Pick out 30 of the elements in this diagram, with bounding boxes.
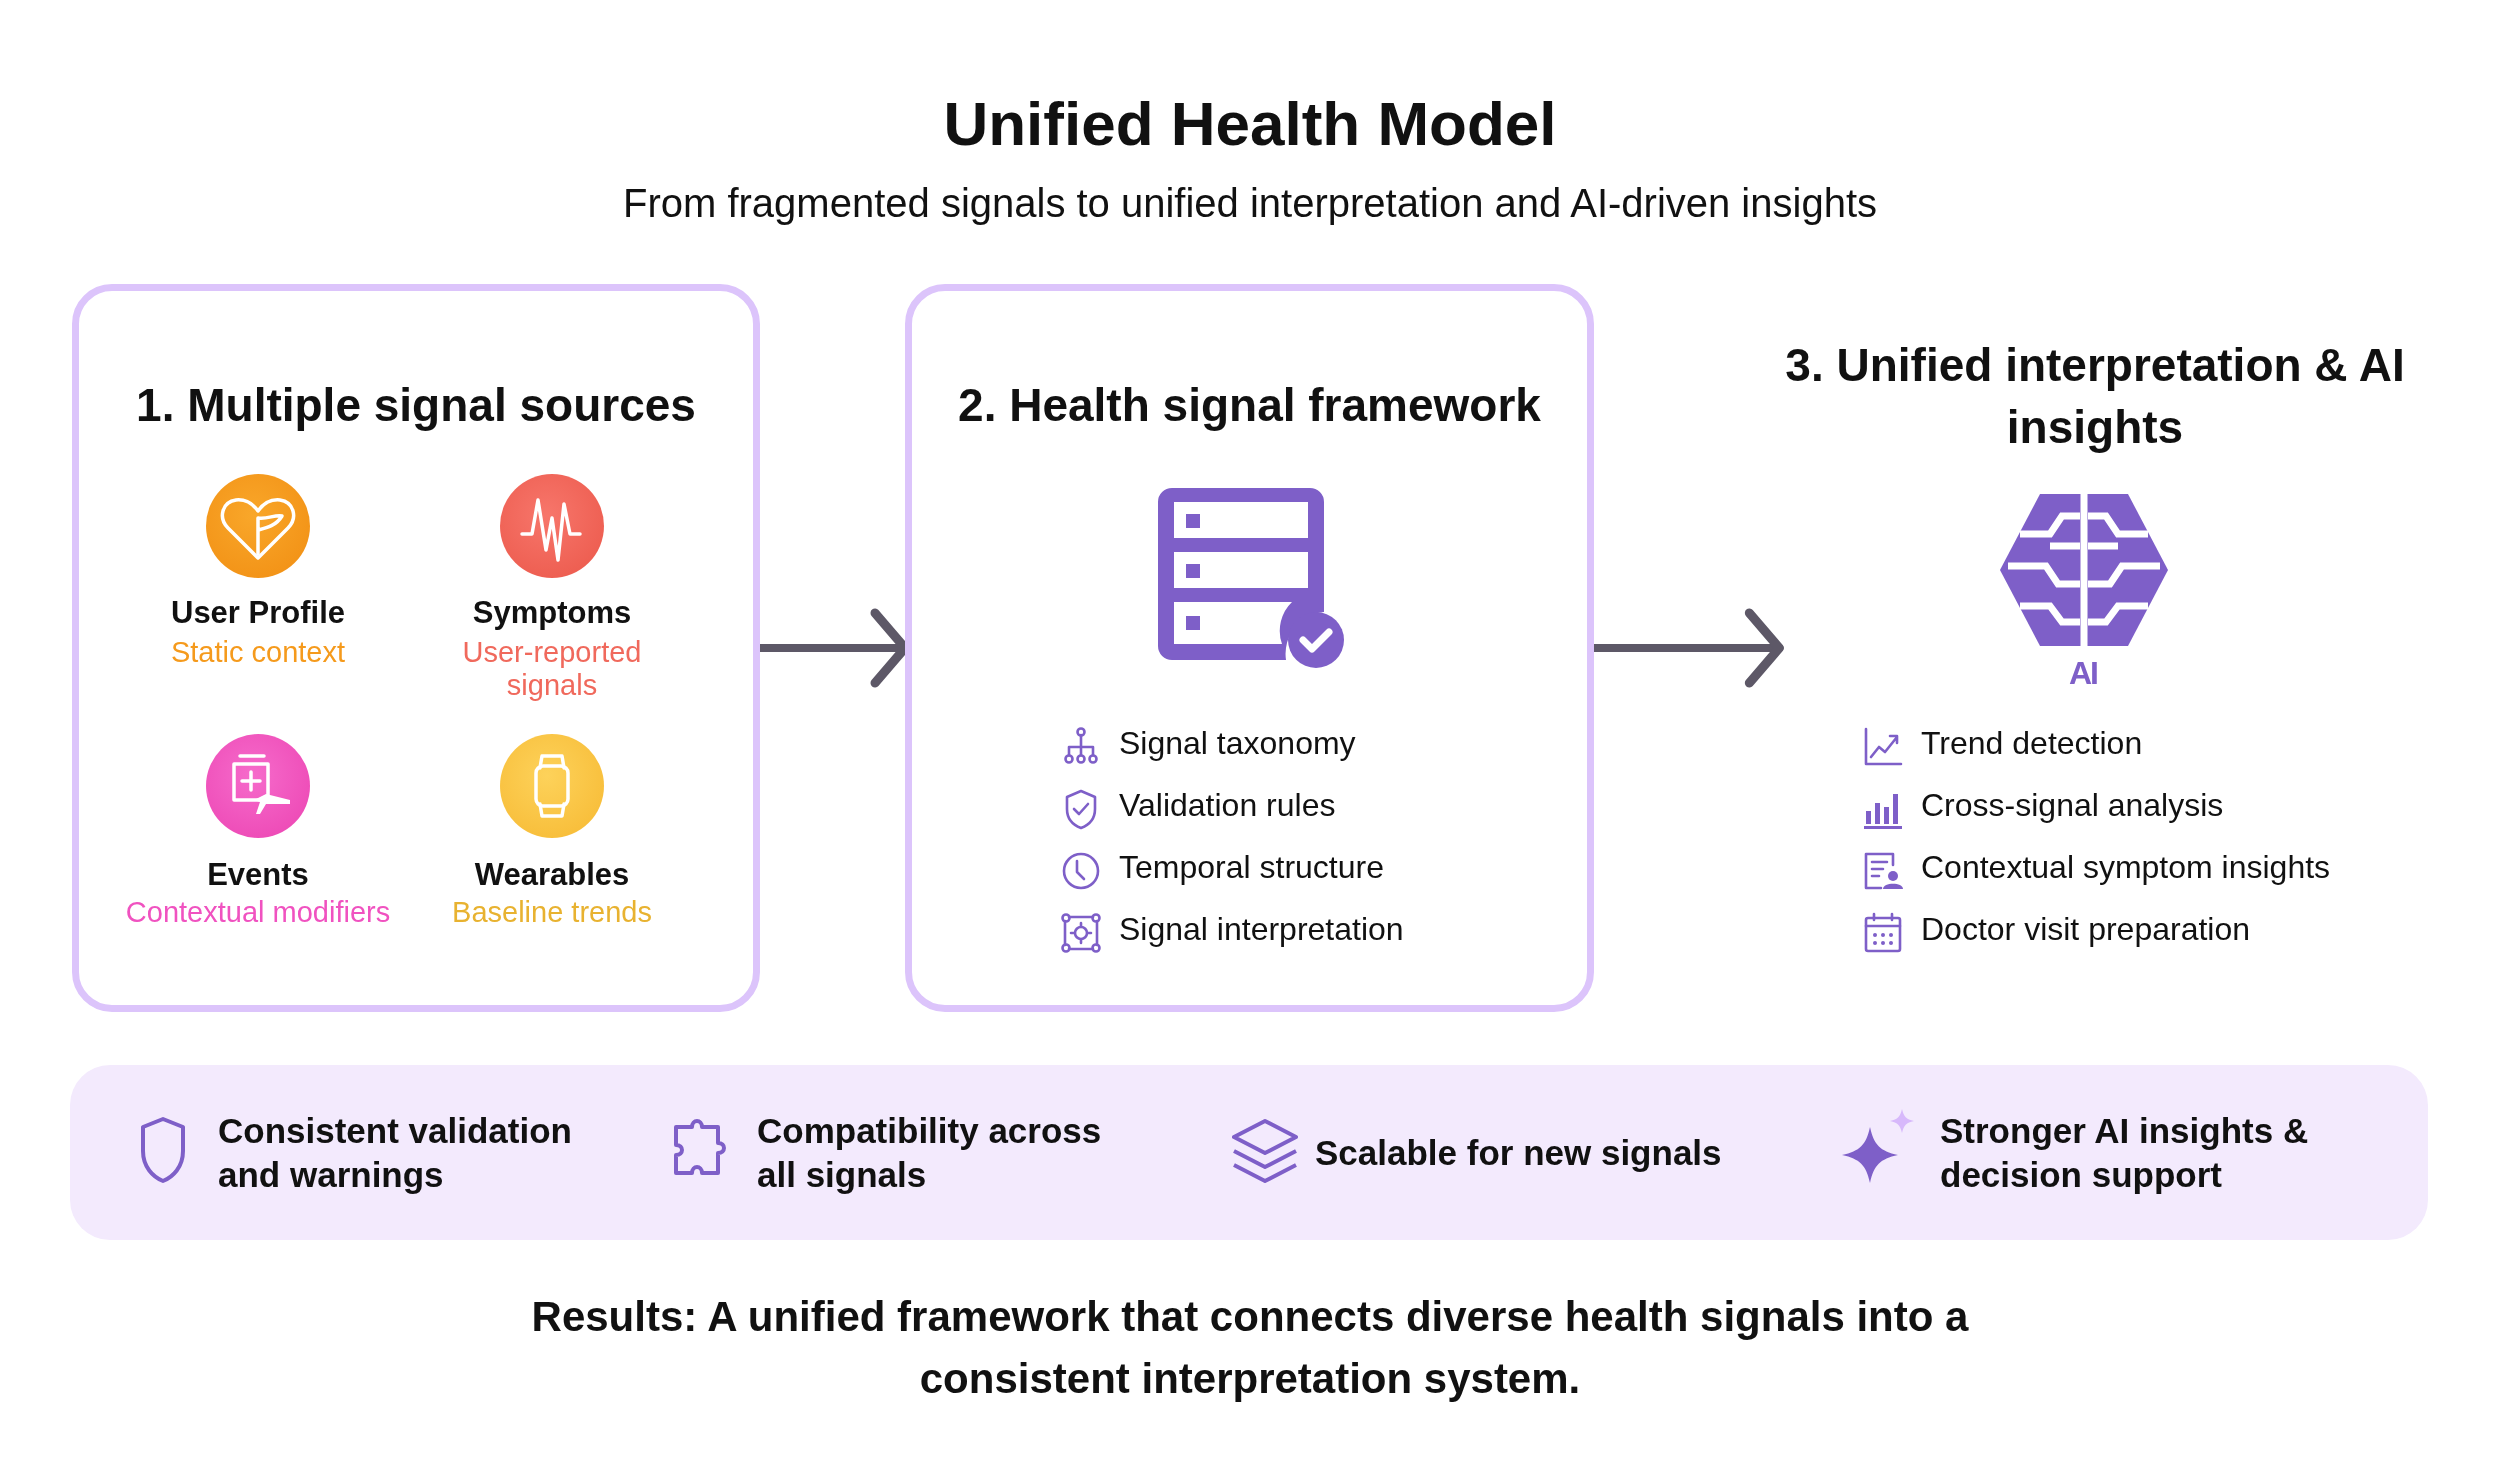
results-caption: Results: A unified framework that connects diverse health signals into a consistent interpretation system. [530,1292,1970,1404]
list-item: Validation rules [1119,787,1336,824]
diagram-title: Unified Health Model [942,88,1558,160]
list-item: Contextual symptom insights [1921,849,2331,886]
panel-heading: 3. Unified interpretation & AI insights [1784,338,2406,455]
source-name: Symptoms [472,595,632,631]
source-panel [72,284,760,1012]
panel-heading: 1. Multiple signal sources [135,378,697,433]
framework-panel [905,284,1594,1012]
source-name: Events [207,857,309,893]
list-item: Temporal structure [1119,849,1384,886]
source-description: User-reported signals [461,636,643,702]
benefit-text: Scalable for new signals [1315,1131,1723,1174]
benefit-text: Compatibility across all signals [757,1109,1103,1196]
list-item: Trend detection [1921,725,2143,762]
benefit-text: Stronger AI insights & decision support [1940,1109,2310,1196]
subtitle: From fragmented signals to unified interpretation and AI-driven insights [623,180,1877,226]
ai-label: AI [2069,655,2097,692]
list-item: Signal interpretation [1119,911,1404,948]
source-description: Contextual modifiers [125,896,391,929]
list-item: Doctor visit preparation [1921,911,2251,948]
source-description: Baseline trends [452,896,652,929]
list-item: Signal taxonomy [1119,725,1356,762]
source-name: Wearables [474,857,630,893]
source-description: Static context [170,636,346,669]
list-item: Cross-signal analysis [1921,787,2224,824]
benefits-band [70,1065,2428,1240]
panel-heading: 2. Health signal framework [957,378,1542,433]
source-name: User Profile [171,595,345,631]
benefit-text: Consistent validation and warnings [218,1109,573,1196]
